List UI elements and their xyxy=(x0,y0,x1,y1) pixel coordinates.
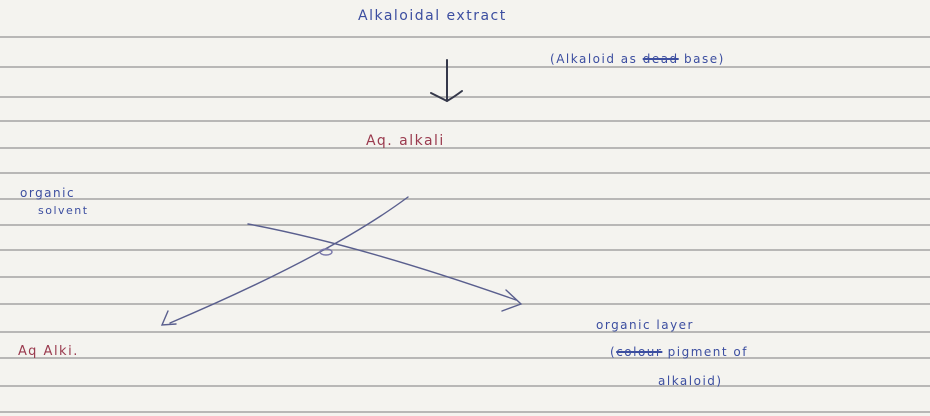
right-note-line1: organic layer xyxy=(596,318,694,332)
right-note-line2: (colour pigment of xyxy=(610,345,748,359)
title: Alkaloidal extract xyxy=(358,8,507,24)
title-annotation: (Alkaloid as dead base) xyxy=(550,52,725,66)
bottom-left-label: Aq Alki. xyxy=(18,344,79,359)
down-arrow-icon xyxy=(430,59,463,103)
step-label: Aq. alkali xyxy=(366,133,445,149)
organic-label-line1: organic xyxy=(20,186,76,200)
crossing-arrows-diagram xyxy=(160,196,523,326)
right-note-line3: alkaloid) xyxy=(658,374,723,388)
organic-label-line2: solvent xyxy=(38,204,89,217)
